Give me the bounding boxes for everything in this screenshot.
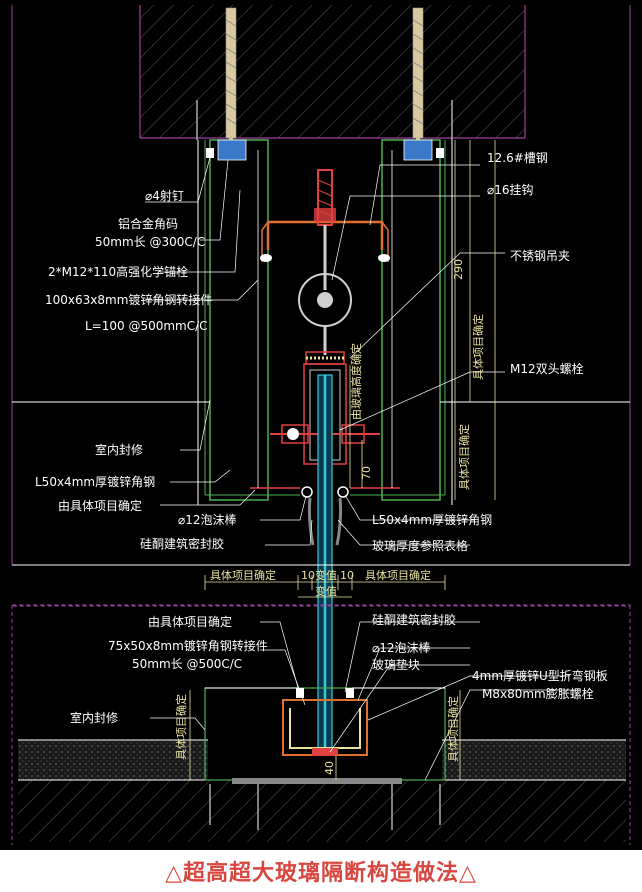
label-indoor-finish-bottom: 室内封修 <box>70 710 118 725</box>
label-alu-corner-spec: 50mm长 @300C/C <box>95 235 205 249</box>
dim-40: 40 <box>323 761 336 775</box>
vertical-dimensions <box>189 140 496 780</box>
label-channel: 12.6#槽钢 <box>487 151 548 165</box>
label-hook: ⌀16挂钩 <box>487 183 534 197</box>
label-indoor-finish-top: 室内封修 <box>95 442 143 457</box>
label-glass-pad: 玻璃垫块 <box>372 657 420 672</box>
annotation-labels: ⌀4射钉 铝合金角码 50mm长 @300C/C 2*M12*110高强化学锚栓… <box>35 151 608 725</box>
drawing-caption: △超高超大玻璃隔断构造做法△ <box>0 850 642 892</box>
dim-70: 70 <box>360 466 373 480</box>
dim-span-right: 具体项目确定 <box>365 568 431 582</box>
cad-drawing: ⌀4射钉 铝合金角码 50mm长 @300C/C 2*M12*110高强化学锚栓… <box>0 0 642 850</box>
label-foam-rod-top: ⌀12泡沫棒 <box>178 513 237 527</box>
dim-proj-right-bottom: 具体项目确定 <box>446 696 460 762</box>
label-project-def-top: 由具体项目确定 <box>58 498 142 513</box>
label-angle-steel-top: L50x4mm厚镀锌角钢 <box>35 475 155 489</box>
label-alu-corner: 铝合金角码 <box>118 216 178 231</box>
dim-gap-right: 10 <box>340 569 354 582</box>
dim-span-left: 具体项目确定 <box>210 568 276 582</box>
dim-var-bottom: 变值 <box>315 584 337 598</box>
channel-steel <box>260 220 390 262</box>
label-angle-spacing: L=100 @500mmC/C <box>85 319 208 333</box>
bottom-support <box>204 687 446 830</box>
foam-rods-top <box>301 486 349 546</box>
label-project-def-mid: 由具体项目确定 <box>148 614 232 629</box>
dim-proj-right-mid: 具体项目确定 <box>457 424 471 490</box>
anchor-heads <box>206 139 444 161</box>
dim-gap-left: 10 <box>301 569 315 582</box>
label-shooting-nail: ⌀4射钉 <box>145 188 184 203</box>
label-foam-rod-bottom: ⌀12泡沫棒 <box>372 641 431 655</box>
dim-290: 290 <box>452 259 465 280</box>
glass-partition-section: ⌀4射钉 铝合金角码 50mm长 @300C/C 2*M12*110高强化学锚栓… <box>11 5 631 845</box>
label-bolt: M12双头螺栓 <box>510 361 584 376</box>
leader-lines <box>145 149 580 781</box>
label-sealant-top: 硅酮建筑密封胶 <box>140 536 224 551</box>
floor-finish <box>18 739 626 780</box>
label-angle-connector: 100x63x8mm镀锌角钢转接件 <box>45 292 212 307</box>
dimension-labels: 290 具体项目确定 具体项目确定 70 由玻璃高度确定 具体项目确定 10 变… <box>174 259 485 775</box>
dim-proj-left-bottom: 具体项目确定 <box>174 694 188 760</box>
label-clamp: 不锈钢吊夹 <box>510 249 570 263</box>
label-angle-connector-bottom-spec: 50mm长 @500C/C <box>132 657 242 671</box>
label-angle-steel-right: L50x4mm厚镀锌角钢 <box>372 513 492 527</box>
width-dimensions <box>204 575 446 598</box>
dim-var-top: 变值 <box>315 568 337 582</box>
label-sealant-bottom: 硅酮建筑密封胶 <box>372 612 456 627</box>
label-chem-anchor: 2*M12*110高强化学锚栓 <box>48 264 188 279</box>
label-glass-thickness: 玻璃厚度参照表格 <box>372 538 468 553</box>
concrete-slab-top <box>139 5 526 139</box>
label-u-plate: 4mm厚镀锌U型折弯钢板 <box>472 668 608 683</box>
label-expansion-bolt: M8x80mm膨胀螺栓 <box>482 686 594 701</box>
shooting-nails <box>196 100 453 140</box>
bottom-frame-top <box>11 604 631 607</box>
label-angle-connector-bottom: 75x50x8mm镀锌角钢转接件 <box>108 638 268 653</box>
dim-proj-right-top: 具体项目确定 <box>471 314 485 380</box>
hook-bolt <box>298 169 352 355</box>
dim-glass-depth: 由玻璃高度确定 <box>349 343 363 420</box>
floor-slab <box>18 779 626 842</box>
